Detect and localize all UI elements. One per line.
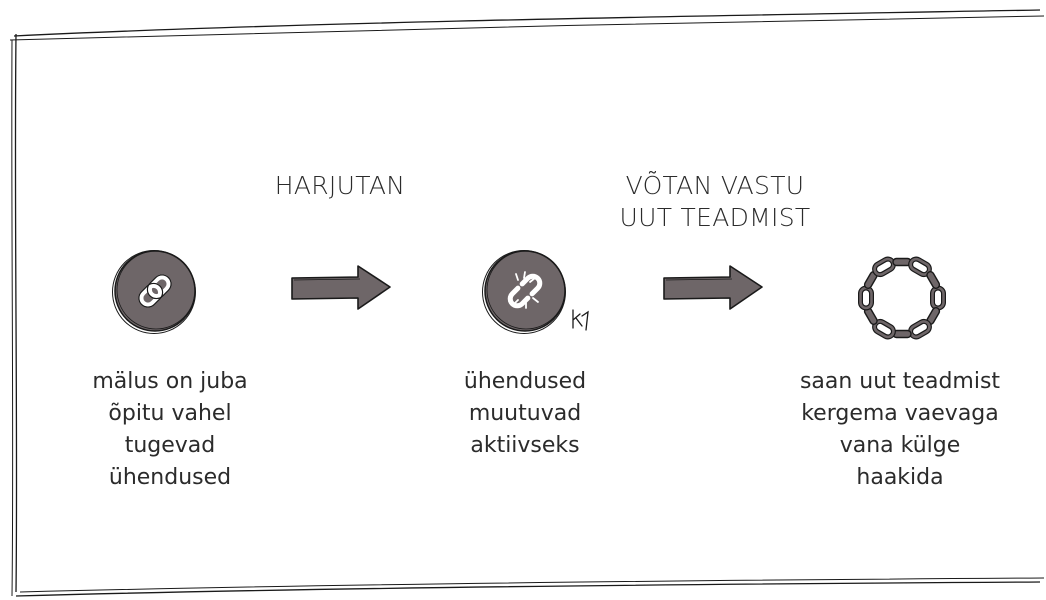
signature-mark	[572, 309, 589, 331]
step-caption-1: mälus on juba õpitu vahel tugevad ühendu…	[60, 366, 280, 494]
caption-line: õpitu vahel	[108, 401, 232, 426]
step-caption-2: ühendused muutuvad aktiivseks	[425, 366, 625, 462]
caption-line: vana külge	[839, 433, 961, 458]
arrow-right-icon	[291, 265, 391, 310]
caption-line: muutuvad	[468, 401, 582, 426]
caption-line: tugevad	[124, 433, 216, 458]
caption-line: kergema vaevaga	[801, 401, 999, 426]
broken-link-icon	[482, 250, 566, 334]
caption-line: ühendused	[463, 369, 587, 394]
transition-label-receive: VÕTAN VASTU UUT TEADMIST	[580, 170, 850, 234]
chain-link-segment	[926, 271, 941, 289]
chain-link-icon	[112, 250, 196, 334]
caption-line: aktiivseks	[470, 433, 580, 458]
caption-line: saan uut teadmist	[799, 369, 1001, 394]
caption-line: ühendused	[108, 465, 232, 490]
caption-line: haakida	[856, 465, 944, 490]
chain-link-segment	[873, 257, 895, 276]
transition-label-line: HARJUTAN	[274, 171, 406, 200]
chain-link-segment	[909, 320, 931, 339]
transition-label-practice: HARJUTAN	[250, 170, 430, 202]
caption-line: mälus on juba	[92, 369, 248, 394]
step-caption-3: saan uut teadmist kergema vaevaga vana k…	[770, 366, 1030, 494]
arrow-right-icon	[663, 265, 763, 310]
chain-ring-icon	[858, 256, 946, 340]
transition-label-line: VÕTAN VASTU	[625, 171, 805, 200]
transition-label-line: UUT TEADMIST	[619, 203, 811, 232]
